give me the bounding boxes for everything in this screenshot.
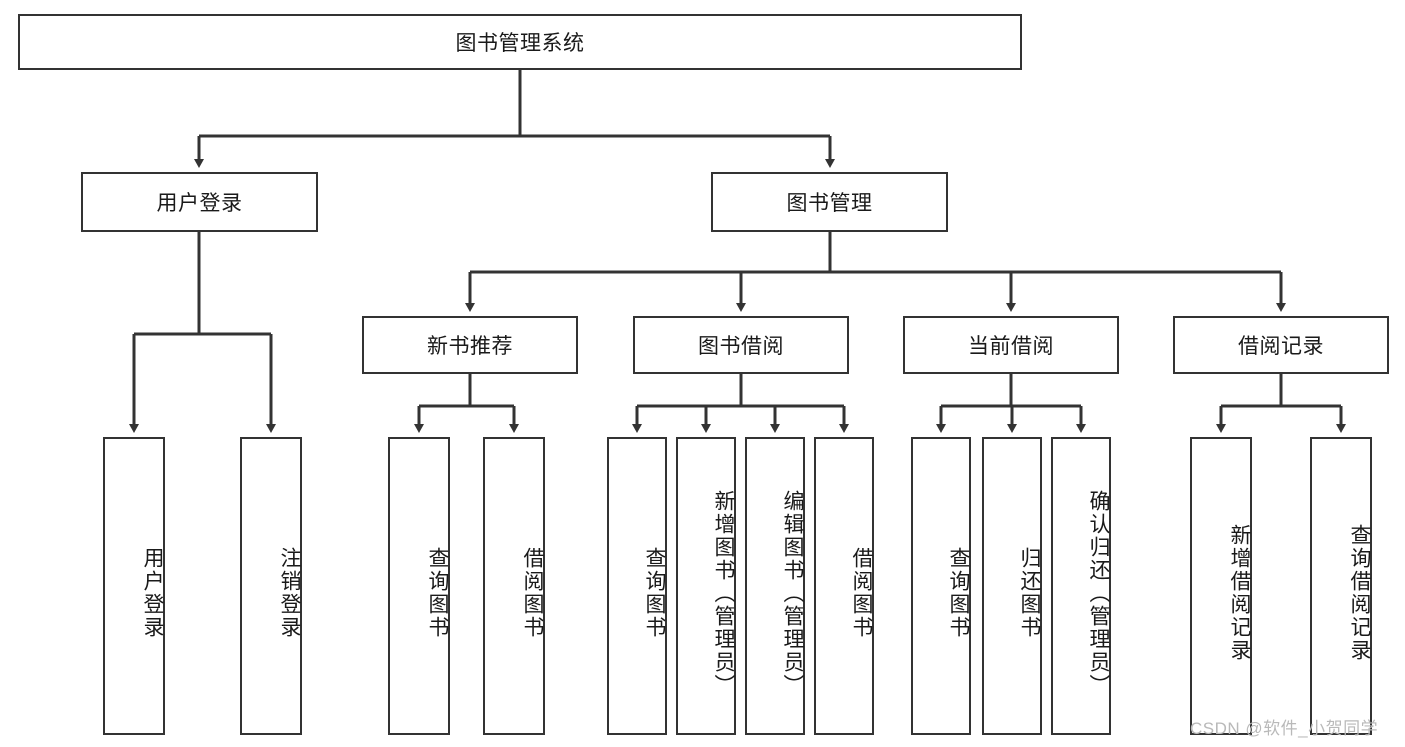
leaf-add-borrow-record-label: 新增借阅记录 [1228,524,1251,662]
node-root[interactable]: 图书管理系统 [18,14,1022,70]
node-user-login-label: 用户登录 [156,192,243,215]
leaf-query-book-recommend-label: 查询图书 [426,547,449,639]
leaf-user-login[interactable]: 用户登录 [103,437,165,735]
leaf-add-book-admin-label: 新增图书（管理员） [712,489,735,697]
leaf-user-login-label: 用户登录 [141,547,164,639]
leaf-add-book-admin[interactable]: 新增图书（管理员） [676,437,736,735]
leaf-borrow-book[interactable]: 借阅图书 [814,437,874,735]
node-book-management-label: 图书管理 [786,192,873,215]
leaf-edit-book-admin-label: 编辑图书（管理员） [781,489,804,697]
leaf-borrow-book-recommend[interactable]: 借阅图书 [483,437,545,735]
leaf-return-book-label: 归还图书 [1018,547,1041,639]
leaf-borrow-book-recommend-label: 借阅图书 [521,547,544,639]
leaf-return-book[interactable]: 归还图书 [982,437,1042,735]
leaf-query-book-current-label: 查询图书 [947,547,970,639]
node-user-login[interactable]: 用户登录 [81,172,318,232]
node-book-management[interactable]: 图书管理 [711,172,948,232]
leaf-confirm-return-admin[interactable]: 确认归还（管理员） [1051,437,1111,735]
leaf-query-book-borrow[interactable]: 查询图书 [607,437,667,735]
node-root-label: 图书管理系统 [455,32,585,55]
leaf-query-book-current[interactable]: 查询图书 [911,437,971,735]
leaf-query-borrow-record[interactable]: 查询借阅记录 [1310,437,1372,735]
node-book-borrow[interactable]: 图书借阅 [633,316,849,374]
node-new-book-recommend[interactable]: 新书推荐 [362,316,578,374]
csdn-watermark: CSDN @软件_小贺同学 [1190,719,1379,738]
leaf-query-book-recommend[interactable]: 查询图书 [388,437,450,735]
leaf-confirm-return-admin-label: 确认归还（管理员） [1087,489,1110,697]
node-book-borrow-label: 图书借阅 [698,335,784,358]
node-current-borrow-label: 当前借阅 [968,335,1054,358]
leaf-borrow-book-label: 借阅图书 [850,547,873,639]
leaf-logout[interactable]: 注销登录 [240,437,302,735]
leaf-edit-book-admin[interactable]: 编辑图书（管理员） [745,437,805,735]
leaf-logout-label: 注销登录 [278,547,301,639]
node-borrow-record-label: 借阅记录 [1238,335,1324,358]
node-borrow-record[interactable]: 借阅记录 [1173,316,1389,374]
node-current-borrow[interactable]: 当前借阅 [903,316,1119,374]
node-new-book-recommend-label: 新书推荐 [427,335,513,358]
leaf-query-book-borrow-label: 查询图书 [643,547,666,639]
leaf-add-borrow-record[interactable]: 新增借阅记录 [1190,437,1252,735]
leaf-query-borrow-record-label: 查询借阅记录 [1348,524,1371,662]
